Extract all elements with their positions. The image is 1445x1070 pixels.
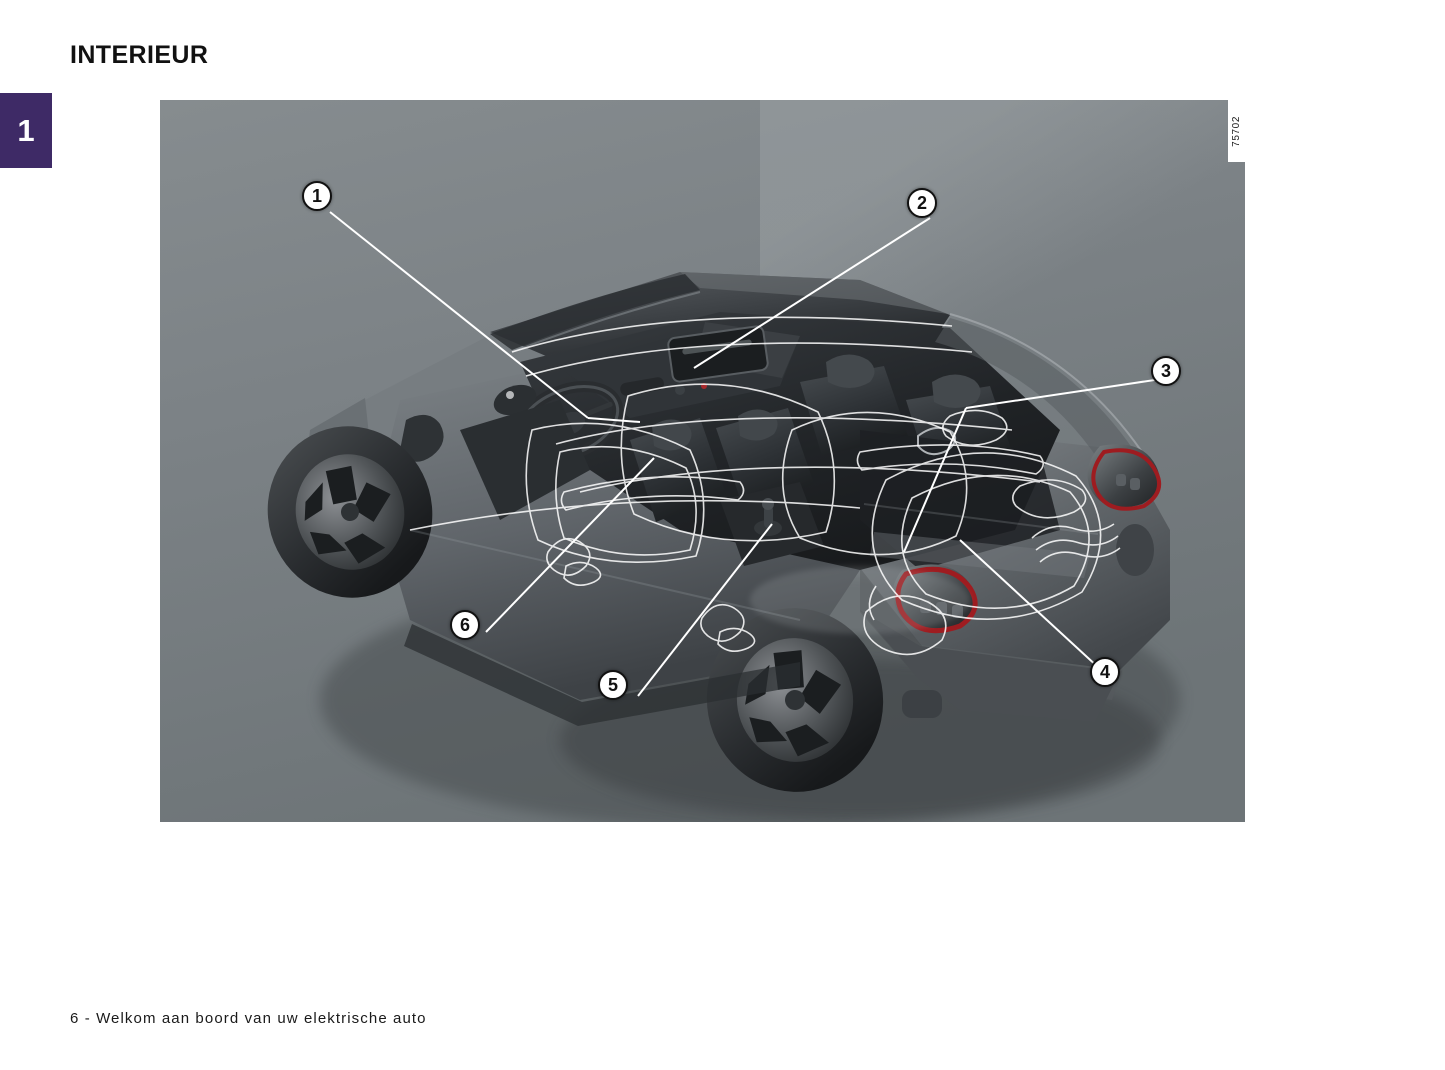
cutaway-overlay-lines	[409, 316, 1121, 656]
figure-reference-code: 75702	[1231, 115, 1242, 147]
interior-diagram-figure	[160, 100, 1245, 822]
chapter-tab: 1	[0, 93, 52, 168]
callout-marker-2[interactable]: 2	[907, 188, 937, 218]
leader-line-3b	[903, 407, 967, 553]
infotainment-screen[interactable]	[667, 325, 769, 383]
callout-marker-5[interactable]: 5	[598, 670, 628, 700]
callout-marker-6[interactable]: 6	[450, 610, 480, 640]
driver-headrest	[652, 419, 692, 451]
charge-port-flap[interactable]	[1116, 524, 1154, 576]
callout-marker-1[interactable]: 1	[302, 181, 332, 211]
tailgate-highlight	[870, 532, 1090, 578]
windshield-edge	[511, 291, 701, 353]
passenger-headrest	[738, 409, 778, 441]
cluster-glare	[506, 391, 514, 399]
leader-line-4	[959, 539, 1113, 681]
leader-line-6	[485, 457, 655, 633]
roof-highlight	[680, 272, 948, 314]
wing-mirror	[400, 414, 444, 462]
rear-headrest-right	[932, 374, 981, 408]
start-button[interactable]	[675, 385, 685, 395]
leader-line-1	[329, 211, 589, 419]
callout-leader-lines	[329, 211, 1169, 697]
page-title: INTERIEUR	[70, 41, 209, 69]
rear-valance	[860, 610, 1120, 722]
right-taillight	[1087, 444, 1161, 511]
front-wheel	[267, 426, 433, 598]
rear-headrest-left	[826, 354, 875, 388]
page-footer: 6 - Welkom aan boord van uw elektrische …	[70, 1010, 427, 1027]
body-specular	[750, 566, 970, 634]
leader-line-3	[965, 377, 1169, 409]
roof-arc-highlight	[949, 313, 1143, 453]
callout-marker-4[interactable]: 4	[1090, 657, 1120, 687]
instrument-cluster	[493, 384, 537, 416]
rear-roof-rail	[935, 318, 1135, 462]
car-front-fender	[365, 335, 630, 500]
leader-line-2	[693, 217, 931, 369]
body-crease-2	[863, 503, 1099, 535]
leader-line-5	[637, 523, 773, 697]
driver-door-card	[460, 400, 590, 520]
body-crease-1	[409, 529, 801, 621]
windshield-frame	[490, 274, 700, 350]
car-illustration	[267, 211, 1170, 792]
car-interior-illustration	[160, 100, 1245, 822]
rocker-sill	[404, 624, 800, 726]
figure-reference-tab: 75702	[1228, 100, 1245, 162]
callout-marker-3[interactable]: 3	[1151, 356, 1181, 386]
leader-line-1b	[587, 417, 641, 423]
chapter-number: 1	[17, 113, 35, 148]
air-vent	[620, 377, 664, 396]
rear-reflector	[902, 690, 942, 718]
